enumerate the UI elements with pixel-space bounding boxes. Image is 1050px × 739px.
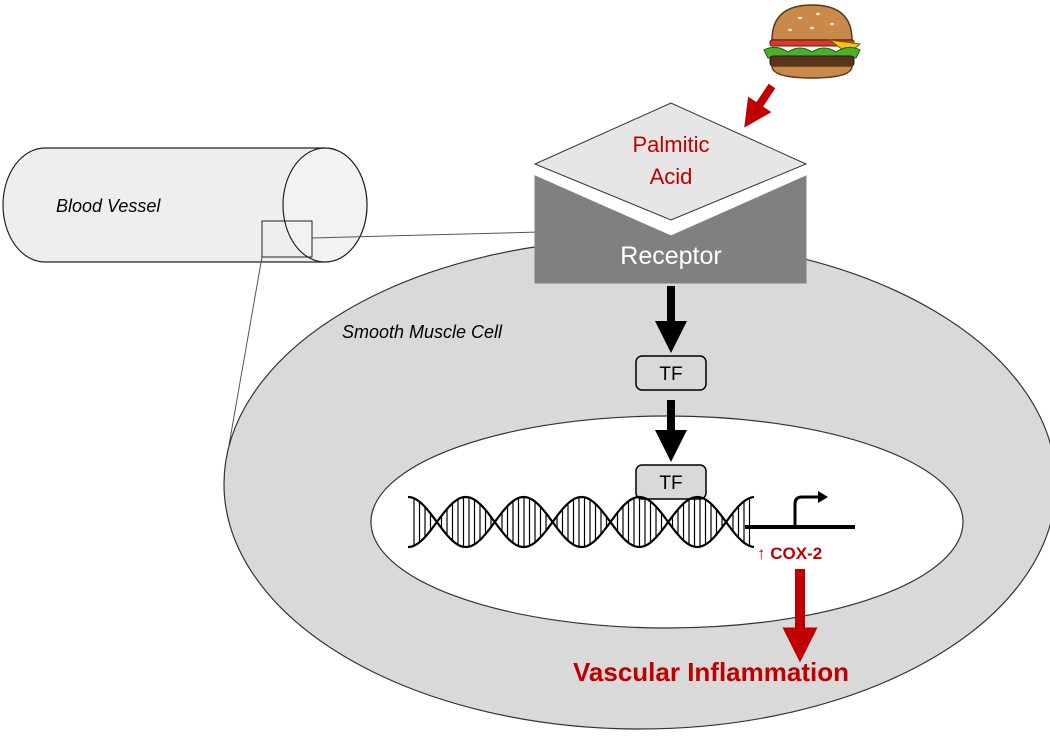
palmitic-acid-label-line2: Acid	[650, 164, 693, 189]
dna-strand-b	[407, 495, 755, 549]
tf-label-cytoplasm: TF	[659, 364, 682, 385]
dna-helix-icon	[407, 495, 755, 549]
receptor	[533, 102, 808, 284]
tf-label-nucleus: TF	[659, 473, 682, 494]
outcome-label: Vascular Inflammation	[573, 657, 849, 687]
hamburger-icon	[763, 4, 862, 79]
zoom-box	[261, 220, 313, 258]
zoom-line-top	[311, 231, 541, 239]
receptor-label: Receptor	[620, 242, 721, 270]
palmitic-acid-label-line1: Palmitic	[632, 132, 709, 157]
gene-promoter	[745, 491, 855, 529]
tf-box-nucleus	[635, 464, 707, 500]
palmitic-acid-shape	[533, 102, 808, 221]
transcription-start-icon	[818, 491, 828, 503]
dna-strand-a	[407, 495, 755, 549]
tf-box-cytoplasm	[635, 355, 707, 391]
smooth-muscle-cell-label: Smooth Muscle Cell	[342, 322, 503, 342]
intake-arrow	[744, 83, 776, 128]
blood-vessel-label: Blood Vessel	[56, 196, 161, 216]
zoom-line-bottom	[228, 256, 263, 446]
blood-vessel	[2, 147, 368, 263]
cox2-label: ↑ COX-2	[757, 544, 822, 563]
